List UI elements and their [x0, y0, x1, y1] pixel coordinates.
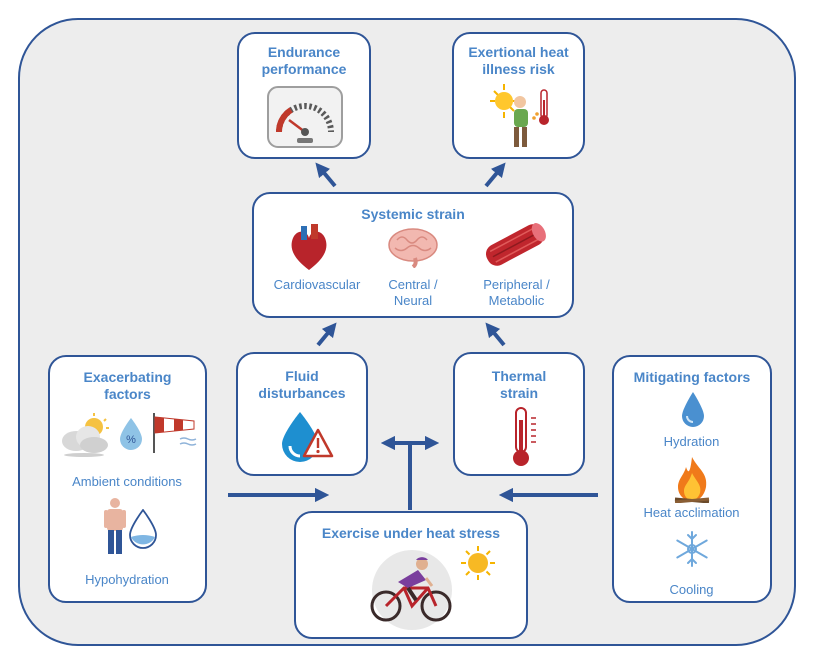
exercise-heat-stress-box: Exercise under heat stress: [294, 511, 528, 639]
mitigating-title: Mitigating factors: [633, 369, 751, 385]
exercise-title: Exercise under heat stress: [321, 525, 501, 541]
windsock-icon: [153, 413, 197, 453]
endurance-title-line1: Endurance: [267, 44, 341, 60]
svg-text:%: %: [126, 434, 136, 446]
fluid-title-line2: disturbances: [258, 385, 346, 401]
hydration-drop-icon: [682, 392, 704, 427]
snowflake-icon: [676, 531, 708, 567]
systemic-strain-box: Systemic strain Cardiovascular Central /…: [252, 192, 574, 318]
exacerbating-factors-box: Exacerbating factors % Ambient condition…: [48, 355, 207, 603]
endurance-performance-box: Endurance performance: [237, 32, 371, 159]
systemic-title: Systemic strain: [361, 206, 465, 222]
hydration-label: Hydration: [663, 434, 720, 449]
arrow-fluid-to-systemic: [316, 322, 337, 347]
humidity-icon: %: [120, 418, 142, 450]
overheated-person-icon: [490, 84, 549, 147]
exacerbating-title-line1: Exacerbating: [83, 369, 172, 385]
mitigating-factors-box: Mitigating factors Hydration Heat acclim…: [612, 355, 772, 603]
endurance-title-line2: performance: [261, 61, 347, 77]
cyclist-icon: [370, 550, 452, 630]
ambient-conditions-label: Ambient conditions: [72, 474, 182, 489]
fluid-disturbances-box: Fluid disturbances: [236, 352, 368, 476]
sun-icon: [461, 546, 495, 580]
heat-illness-title-line2: illness risk: [482, 61, 555, 77]
heart-icon: [291, 224, 327, 270]
weather-icon: [62, 413, 109, 457]
speedometer-icon: [267, 86, 343, 148]
thermal-strain-box: Thermal strain: [453, 352, 585, 476]
cooling-label: Cooling: [669, 582, 714, 597]
exacerbating-title-line2: factors: [104, 386, 151, 402]
water-drop-warning-icon: [282, 412, 334, 462]
heat-illness-title-line1: Exertional heat: [468, 44, 569, 60]
cardiovascular-label: Cardiovascular: [273, 277, 361, 292]
person-icon: [104, 498, 126, 554]
brain-icon: [388, 228, 438, 268]
water-drop-icon: [129, 509, 157, 549]
thermometer-icon: [513, 407, 536, 466]
heat-acclimation-label: Heat acclimation: [643, 505, 740, 520]
fluid-title-line1: Fluid: [285, 368, 319, 384]
hypohydration-label: Hypohydration: [85, 572, 169, 587]
central-neural-label-line2: Neural: [393, 293, 433, 308]
central-neural-label-line1: Central /: [388, 277, 438, 292]
arrow-systemic-to-endurance: [315, 162, 337, 188]
arrow-systemic-to-heat-illness: [484, 162, 506, 188]
peripheral-metabolic-label-line2: Metabolic: [488, 293, 545, 308]
thermal-title-line2: strain: [499, 385, 539, 401]
heat-illness-box: Exertional heat illness risk: [452, 32, 585, 159]
muscle-icon: [485, 223, 546, 266]
thermal-title-line1: Thermal: [491, 368, 547, 384]
peripheral-metabolic-label-line1: Peripheral /: [483, 277, 550, 292]
arrow-thermal-to-systemic: [485, 322, 506, 347]
fire-icon: [674, 457, 710, 503]
